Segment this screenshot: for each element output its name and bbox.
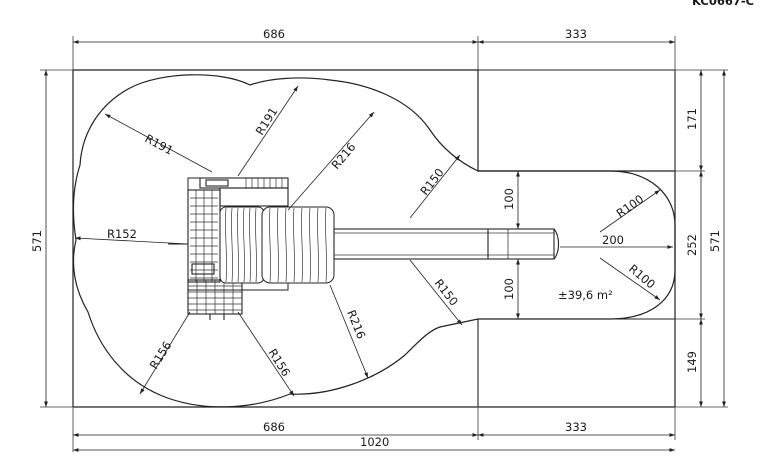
dim-inner-lower: 100 bbox=[502, 278, 516, 300]
dim-bottom-total: 1020 bbox=[360, 435, 389, 449]
dim-left-height: 571 bbox=[30, 230, 44, 252]
dim-inner-upper: 100 bbox=[502, 188, 516, 210]
radius-r156-a: R156 bbox=[147, 339, 175, 372]
dimension-lines bbox=[44, 40, 726, 452]
impact-area-outline bbox=[72, 74, 676, 408]
radius-r216-a: R216 bbox=[329, 140, 359, 172]
radius-r156-b: R156 bbox=[265, 346, 293, 379]
radius-r152: R152 bbox=[107, 227, 137, 241]
play-equipment bbox=[168, 177, 560, 320]
dim-bottom-right: 333 bbox=[565, 420, 587, 434]
extension-lines bbox=[40, 36, 728, 452]
radius-r216-b: R216 bbox=[344, 308, 368, 341]
dim-right-height: 571 bbox=[708, 230, 722, 252]
radius-r191-a: R191 bbox=[143, 131, 176, 157]
dim-right-lower: 149 bbox=[685, 351, 699, 373]
radius-r150-a: R150 bbox=[417, 166, 446, 198]
drawing-code: KC0667-C bbox=[692, 0, 754, 8]
dim-bottom-left: 686 bbox=[263, 420, 285, 434]
dim-right-upper: 171 bbox=[685, 108, 699, 130]
dim-right-mid: 252 bbox=[685, 234, 699, 256]
area-label: ±39,6 m² bbox=[558, 288, 613, 302]
radius-r100-a: R100 bbox=[614, 192, 647, 221]
dim-top-left: 686 bbox=[263, 27, 285, 41]
radius-r191-b: R191 bbox=[253, 105, 281, 138]
radius-leaders bbox=[74, 85, 661, 397]
dim-inner-width: 200 bbox=[602, 233, 624, 247]
dim-top-right: 333 bbox=[565, 27, 587, 41]
